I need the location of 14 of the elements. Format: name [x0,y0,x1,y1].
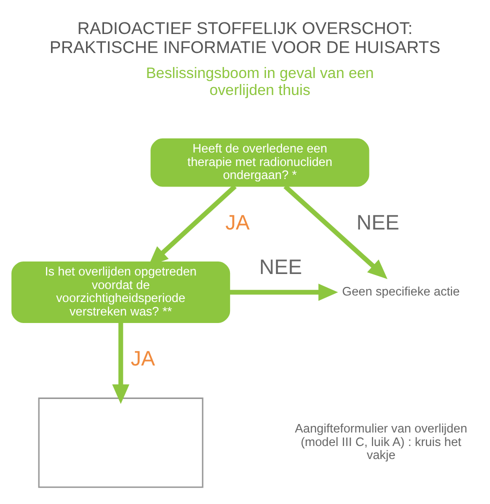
edge-label: JA [225,211,250,234]
node-box: Is het overlijden opgetreden voordat de voorzichtigheidsperiode verstreken was? ** [11,261,230,323]
node-box [38,398,204,488]
arrow [112,322,130,404]
label: Aangifteformulier van overlijden (model III C, luik A) : kruis het vakje [294,422,468,462]
edge-label: NEE [356,211,400,234]
node-text: Geen specifieke actie [342,284,460,298]
edge-label: NEE [259,256,302,279]
label: Beslissingsboom in geval van een overlijden thuis [146,65,374,100]
diagram-title: RADIOACTIEF STOFFELIJK OVERSCHOT: PRAKTISCHE INFORMATIE VOOR DE HUISARTS [50,19,440,58]
node-box: Heeft de overledene een therapie met radionucliden ondergaan? * [150,138,370,187]
arrow [230,284,338,301]
arrow [284,184,388,280]
edge-label: JA [130,348,156,371]
